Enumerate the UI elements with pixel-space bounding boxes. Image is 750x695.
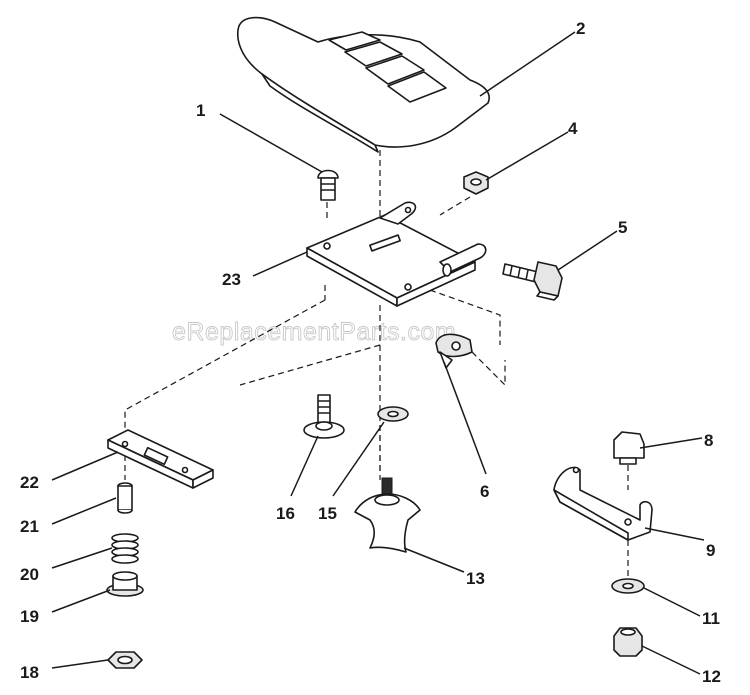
callout-leader-lines <box>51 31 705 675</box>
callout-19: 19 <box>20 607 39 626</box>
bracket-plate-part-22[interactable] <box>107 429 214 489</box>
lock-nut-part-18[interactable] <box>107 651 143 669</box>
spring-part-20[interactable] <box>111 533 139 564</box>
nut-part-4[interactable] <box>463 171 489 195</box>
shoulder-bolt-part-16[interactable] <box>303 394 345 439</box>
watermark-text: eReplacementParts.com <box>172 318 456 346</box>
callout-9: 9 <box>706 541 715 560</box>
seat-plate-part-23[interactable] <box>306 201 487 307</box>
bolt-part-8[interactable] <box>613 431 645 465</box>
callout-20: 20 <box>20 565 39 584</box>
bracket-part-9[interactable] <box>553 466 653 541</box>
callout-8: 8 <box>704 431 713 450</box>
bushing-part-19[interactable] <box>106 571 144 597</box>
callout-16: 16 <box>276 504 295 523</box>
callout-12: 12 <box>702 667 721 686</box>
washer-part-11[interactable] <box>611 578 645 594</box>
hex-bolt-part-5[interactable] <box>502 261 563 301</box>
seat-part-2[interactable] <box>237 16 490 153</box>
callout-labels: 1 2 4 5 6 8 9 11 12 13 15 16 18 19 20 21… <box>20 19 721 686</box>
washer-part-15[interactable] <box>377 406 409 422</box>
callout-22: 22 <box>20 473 39 492</box>
callout-2: 2 <box>576 19 585 38</box>
callout-5: 5 <box>618 218 627 237</box>
clip-part-6[interactable] <box>435 333 473 369</box>
knob-part-13[interactable] <box>354 477 421 553</box>
callout-18: 18 <box>20 663 39 682</box>
callout-6: 6 <box>480 482 489 501</box>
callout-21: 21 <box>20 517 39 536</box>
callout-15: 15 <box>318 504 337 523</box>
callout-4: 4 <box>568 119 578 138</box>
callout-1: 1 <box>196 101 205 120</box>
carriage-bolt-part-1[interactable] <box>317 169 339 201</box>
callout-23: 23 <box>222 270 241 289</box>
lock-nut-part-12[interactable] <box>613 627 643 657</box>
spacer-part-21[interactable] <box>117 482 133 514</box>
callout-13: 13 <box>466 569 485 588</box>
callout-11: 11 <box>702 609 720 628</box>
